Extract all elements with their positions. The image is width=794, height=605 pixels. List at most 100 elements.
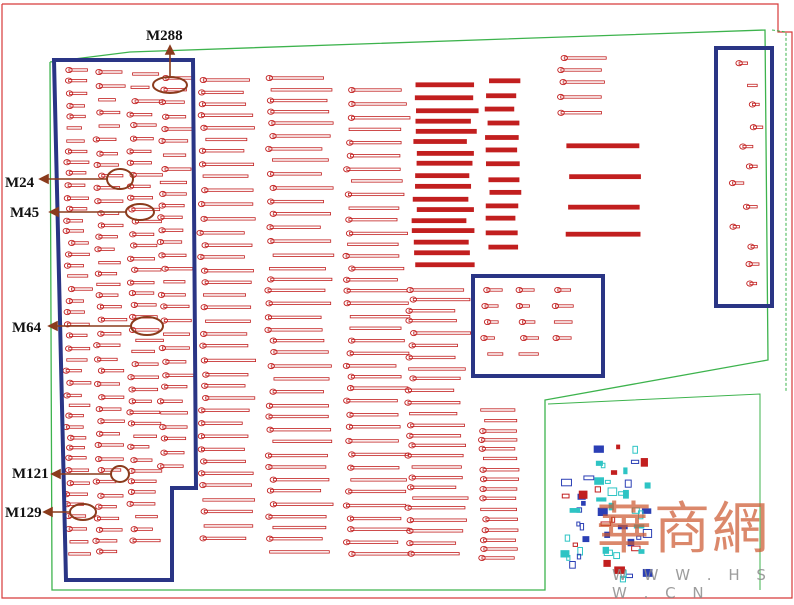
grave-outline <box>202 174 249 178</box>
grave-outline <box>478 436 518 443</box>
grave-outline <box>408 474 463 481</box>
grave-outline <box>485 203 519 209</box>
grave-outline <box>128 386 159 393</box>
grave-outline <box>161 265 194 272</box>
feature-mark <box>569 508 581 513</box>
feature-mark <box>572 542 578 547</box>
grave-outline <box>66 358 88 362</box>
grave-outline <box>518 318 536 326</box>
grave-outline <box>65 345 91 352</box>
grave-outline <box>161 383 188 390</box>
grave-outline <box>268 119 334 127</box>
grave-outline <box>129 135 154 142</box>
feature-mark <box>613 552 621 560</box>
grave-outline <box>199 535 247 542</box>
grave-outline <box>265 463 327 471</box>
grave-outline <box>343 397 398 404</box>
feature-mark <box>600 521 612 527</box>
zone-box-east <box>714 46 774 308</box>
grave-outline <box>156 398 183 405</box>
grave-outline <box>273 377 330 381</box>
grave-outline <box>747 83 758 88</box>
grave-outline <box>404 504 466 511</box>
grave-outline <box>94 246 115 253</box>
grave-outline <box>407 550 460 557</box>
grave-outline <box>65 412 84 419</box>
grave-outline <box>343 539 399 546</box>
grave-outline <box>63 159 90 166</box>
grave-outline <box>63 217 84 224</box>
grave-outline <box>160 411 188 415</box>
grave-outline <box>63 392 82 399</box>
grave-outline <box>158 227 184 234</box>
grave-outline <box>199 76 250 84</box>
grave-outline <box>95 292 119 299</box>
grave-outline <box>415 128 477 134</box>
grave-outline <box>197 446 245 453</box>
grave-outline <box>196 229 245 236</box>
grave-outline <box>487 120 520 126</box>
grave-outline <box>745 163 758 170</box>
grave-outline <box>348 265 405 272</box>
grave-outline <box>129 537 161 544</box>
feature-mark <box>594 486 601 493</box>
grave-outline <box>203 524 254 528</box>
grave-outline <box>95 68 123 76</box>
grave-outline <box>405 354 456 361</box>
grave-outline <box>162 113 187 120</box>
feature-mark <box>608 502 614 511</box>
grave-outline <box>272 253 335 257</box>
grave-outline <box>483 286 503 294</box>
grave-outline <box>162 153 187 157</box>
feature-mark <box>619 575 626 583</box>
grave-outline <box>96 150 118 157</box>
grave-outline <box>348 86 402 94</box>
grave-outline <box>127 443 150 450</box>
grave-outline <box>95 83 126 90</box>
grave-outline <box>126 159 152 166</box>
grave-outline <box>350 478 407 482</box>
grave-outline <box>200 124 255 131</box>
grave-outline <box>411 228 475 233</box>
grave-outline <box>127 488 156 495</box>
grave-outline <box>98 261 121 265</box>
grave-outline <box>65 90 88 97</box>
grave-outline <box>483 318 499 326</box>
grave-outline <box>414 250 470 256</box>
grave-outline <box>342 362 397 369</box>
feature-mark <box>607 487 618 497</box>
grave-outline <box>201 382 246 389</box>
label-m288: M288 <box>146 28 183 44</box>
grave-outline <box>345 216 398 223</box>
grave-outline <box>266 535 323 542</box>
grave-outline <box>265 74 324 82</box>
grave-outline <box>346 152 401 159</box>
grave-outline <box>157 463 184 470</box>
grave-outline <box>132 72 160 76</box>
grave-outline <box>488 244 519 250</box>
grave-outline <box>131 349 155 354</box>
grave-outline <box>127 420 162 427</box>
grave-outline <box>94 198 124 205</box>
grave-outline <box>404 399 461 406</box>
grave-outline <box>197 470 254 477</box>
label-m24: M24 <box>5 175 35 191</box>
grave-outline <box>412 196 469 202</box>
grave-outline <box>129 313 158 320</box>
grave-outline <box>67 285 93 293</box>
grave-outline <box>489 78 521 84</box>
grave-outline <box>65 332 88 339</box>
grave-outline <box>348 550 410 557</box>
zone-box-center <box>471 274 605 378</box>
grave-outline <box>343 166 401 173</box>
grave-outline <box>98 124 120 128</box>
grave-outline <box>158 99 185 106</box>
grave-outline <box>128 398 152 405</box>
grave-outline <box>126 255 155 262</box>
grave-outline <box>343 287 408 294</box>
grave-outline <box>269 337 325 344</box>
grave-outline <box>200 508 253 515</box>
grave-outline <box>202 371 249 378</box>
grave-outline <box>343 276 398 283</box>
feature-mark <box>564 534 571 542</box>
